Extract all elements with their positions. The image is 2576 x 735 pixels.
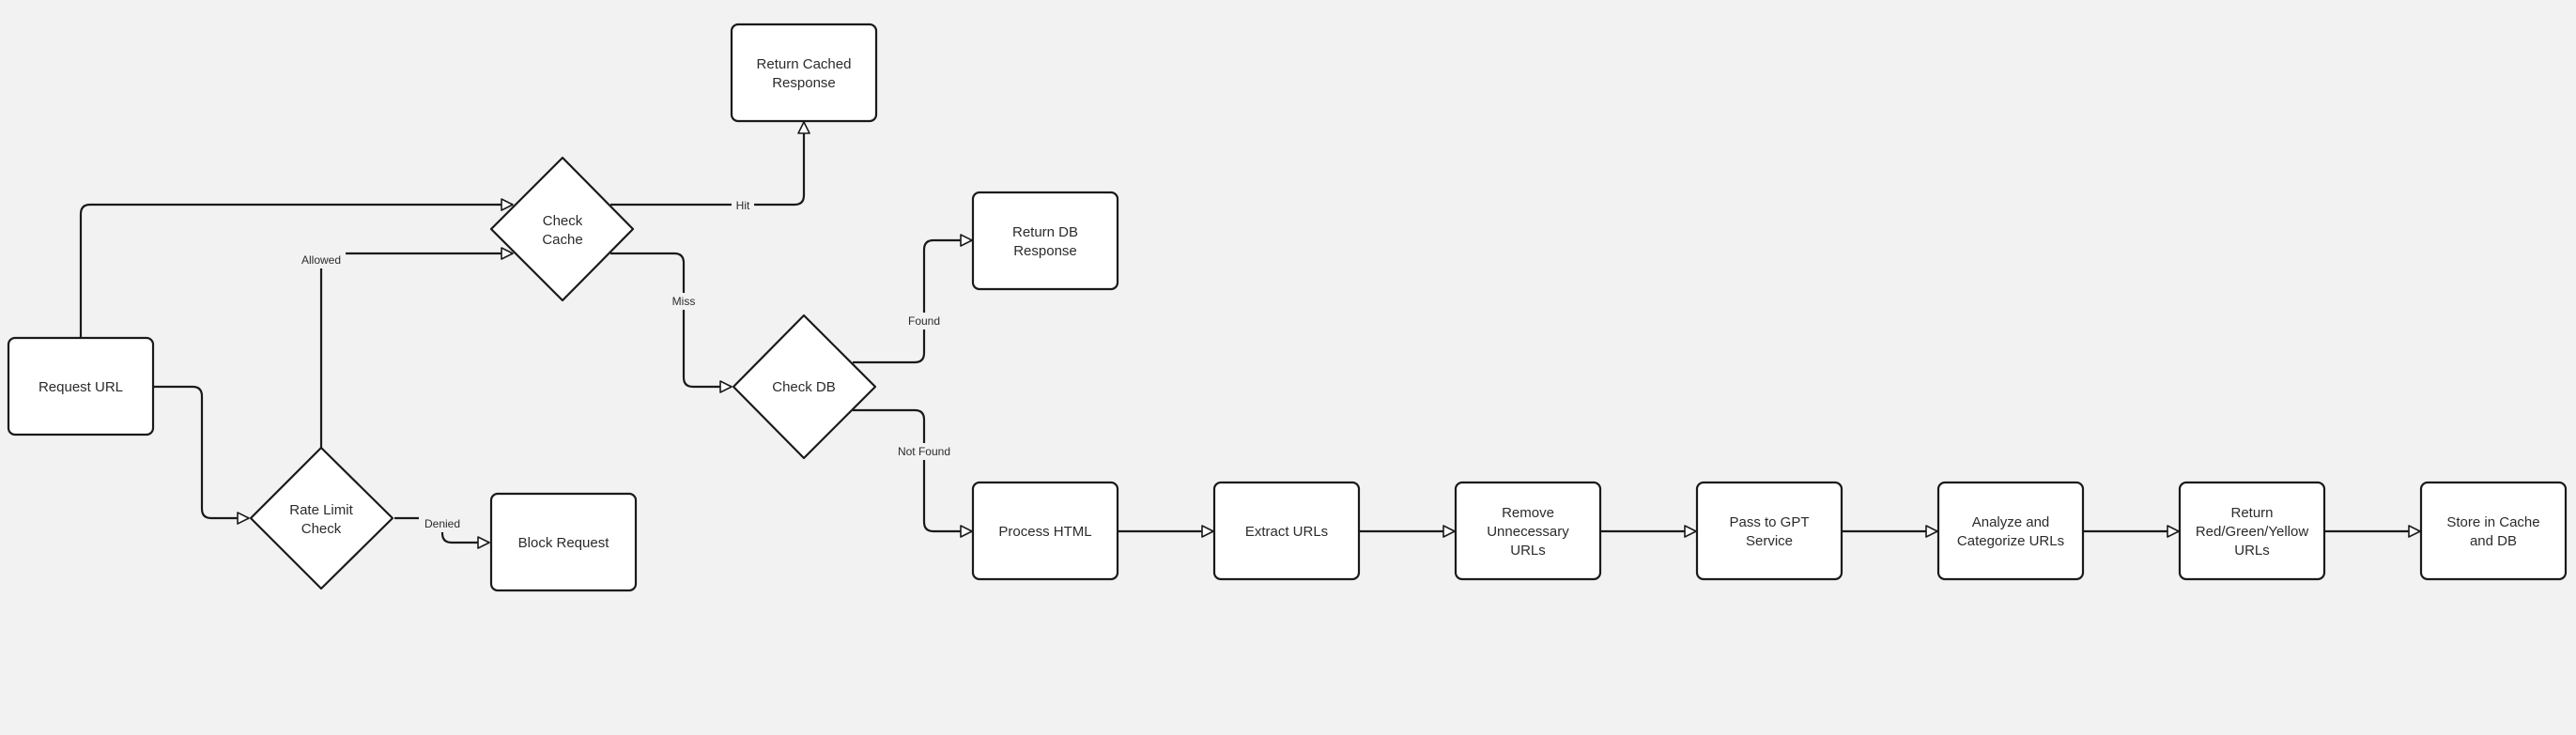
node-analyze-urls-shape [1936,481,2085,581]
edge-db-to-dbresponse [853,234,973,364]
node-return-cached-shape [730,23,878,123]
node-process-html-shape [971,481,1119,581]
edge-label-allowed: Allowed [297,252,346,268]
node-rate-limit-check-shape [249,446,394,590]
edge-db-to-process [853,408,973,538]
svg-text:Allowed: Allowed [301,253,341,267]
edge-label-found: Found [902,313,946,329]
edge-cache-to-cached [610,121,810,207]
node-check-cache-shape [489,156,635,302]
edge-label-not-found: Not Found [891,443,957,460]
edge-label-miss: Miss [668,293,700,310]
node-block-request-label: Block Request [518,535,610,551]
node-extract-urls-label: Extract URLs [1245,524,1328,540]
edge-label-hit: Hit [732,197,754,214]
node-block-request-shape [489,492,638,592]
node-pass-gpt-shape [1695,481,1843,581]
edge-ratelimit-to-cache [319,247,514,448]
node-store-cache-db-shape [2419,481,2568,581]
node-extract-urls-shape [1212,481,1361,581]
edge-request-to-ratelimit [153,385,250,525]
node-request-url-label: Request URL [39,379,123,395]
edge-label-denied: Denied [419,515,466,532]
node-remove-urls-shape [1454,481,1602,581]
node-process-html-label: Process HTML [998,524,1091,540]
node-return-colors-shape [2178,481,2326,581]
svg-text:Found: Found [908,314,940,328]
node-check-db-shape [732,314,877,460]
svg-text:Hit: Hit [736,199,750,212]
edge-cache-to-db [610,252,733,393]
svg-text:Miss: Miss [672,295,696,308]
node-check-db-label: Check DB [772,379,836,395]
node-return-db-shape [971,191,1119,291]
node-request-url-shape [7,336,155,436]
edge-request-to-cache [79,198,514,338]
svg-text:Not Found: Not Found [898,445,950,458]
svg-text:Denied: Denied [424,517,460,530]
